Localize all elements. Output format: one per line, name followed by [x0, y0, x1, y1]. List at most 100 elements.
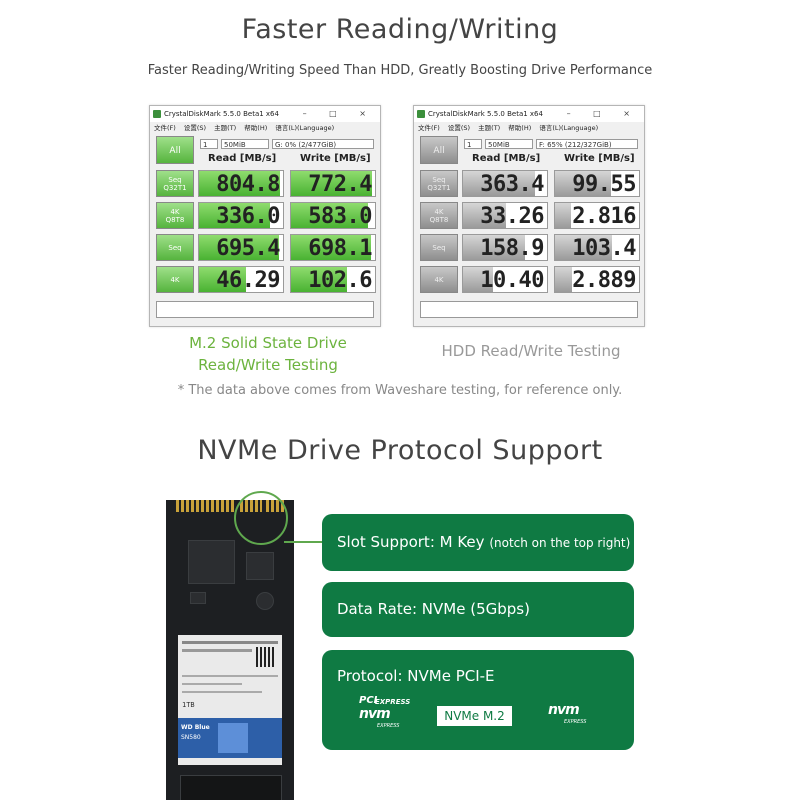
read-header: Read [MB/s] — [472, 153, 541, 164]
status-comment-box[interactable] — [156, 301, 374, 318]
section-title-reading-writing: Faster Reading/Writing — [241, 14, 559, 45]
read-speed-value: 695.4 — [216, 236, 280, 261]
write-result-cell: 772.4 — [290, 170, 376, 197]
write-result-cell: 2.816 — [554, 202, 640, 229]
label-capacity: 1TB — [182, 701, 195, 709]
protocol-text: Protocol: NVMe PCI-E — [337, 667, 495, 685]
menu-settings[interactable]: 设置(S) — [183, 124, 207, 132]
component — [190, 592, 206, 604]
test-sublabel: Q32T1 — [427, 183, 451, 192]
menu-language[interactable]: 语言(L)(Language) — [275, 124, 335, 132]
menu-theme[interactable]: 主题(T) — [214, 124, 237, 132]
label-model: SN580 — [181, 734, 201, 741]
drive-select[interactable]: G: 0% (2/477GiB) — [272, 139, 374, 149]
test-label: Seq — [432, 243, 446, 252]
window-titlebar: CrystalDiskMark 5.5.0 Beta1 x64 – □ × — [414, 106, 644, 122]
bottom-component — [180, 775, 282, 800]
write-speed-value: 698.1 — [308, 236, 372, 261]
status-comment-box[interactable] — [420, 301, 638, 318]
app-icon — [153, 110, 161, 118]
write-result-cell: 99.55 — [554, 170, 640, 197]
label-brand: WD Blue — [181, 724, 210, 731]
controller-chip — [188, 540, 235, 584]
qr-code — [256, 647, 276, 667]
read-speed-value: 363.4 — [480, 172, 544, 197]
read-speed-bar — [463, 171, 535, 196]
data-rate-box: Data Rate: NVMe (5Gbps) — [322, 582, 634, 637]
hdd-benchmark-window: CrystalDiskMark 5.5.0 Beta1 x64 – □ × 文件… — [413, 105, 645, 327]
menu-language[interactable]: 语言(L)(Language) — [539, 124, 599, 132]
write-result-cell: 103.4 — [554, 234, 640, 261]
read-result-cell: 46.29 — [198, 266, 284, 293]
test-button-row-3[interactable]: Seq — [420, 234, 458, 261]
wd-blue-badge: WD Blue SN580 — [178, 718, 282, 758]
all-button[interactable]: All — [156, 136, 194, 164]
test-label: 4K — [170, 207, 180, 216]
all-button[interactable]: All — [420, 136, 458, 164]
write-speed-bar — [555, 203, 572, 228]
menu-help[interactable]: 帮助(H) — [508, 124, 532, 132]
test-sublabel: Q8T8 — [165, 215, 185, 224]
write-header: Write [MB/s] — [300, 153, 371, 164]
ssd-caption-line1: M.2 Solid State Drive — [189, 334, 347, 352]
size-select[interactable]: 50MiB — [485, 139, 533, 149]
menu-theme[interactable]: 主题(T) — [478, 124, 501, 132]
menu-help[interactable]: 帮助(H) — [244, 124, 268, 132]
read-speed-bar — [463, 235, 525, 260]
hdd-caption: HDD Read/Write Testing — [441, 342, 621, 360]
section-title-nvme: NVMe Drive Protocol Support — [197, 435, 603, 466]
gold-fingers-left — [176, 500, 234, 512]
menu-bar: 文件(F) 设置(S) 主题(T) 帮助(H) 语言(L)(Language) — [150, 122, 380, 134]
read-speed-bar — [199, 203, 270, 228]
read-speed-value: 804.8 — [216, 172, 280, 197]
read-speed-bar — [199, 171, 281, 196]
menu-settings[interactable]: 设置(S) — [447, 124, 471, 132]
write-speed-bar — [291, 171, 372, 196]
write-speed-bar — [291, 267, 348, 292]
write-speed-bar — [555, 235, 612, 260]
nvme-m2-badge: NVMe M.2 — [437, 706, 512, 726]
test-button-row-4[interactable]: 4K — [420, 266, 458, 293]
section-subtitle: Faster Reading/Writing Speed Than HDD, G… — [147, 63, 653, 78]
m-key-notch-highlight — [234, 491, 288, 545]
write-speed-bar — [291, 203, 369, 228]
m2-ssd-image: 1TB WD Blue SN580 — [166, 500, 294, 800]
menu-file[interactable]: 文件(F) — [154, 124, 176, 132]
test-label: Seq — [168, 243, 182, 252]
read-result-cell: 33.26 — [462, 202, 548, 229]
write-result-cell: 102.6 — [290, 266, 376, 293]
window-controls[interactable]: – □ × — [302, 109, 376, 118]
size-select[interactable]: 50MiB — [221, 139, 269, 149]
write-speed-value: 99.55 — [572, 172, 636, 197]
slot-support-note: (notch on the top right) — [489, 536, 631, 550]
test-label: Seq — [168, 175, 182, 184]
window-title: CrystalDiskMark 5.5.0 Beta1 x64 — [164, 110, 279, 118]
test-button-row-4[interactable]: 4K — [156, 266, 194, 293]
read-result-cell: 158.9 — [462, 234, 548, 261]
read-speed-bar — [463, 203, 506, 228]
count-select[interactable]: 1 — [200, 139, 218, 149]
count-select[interactable]: 1 — [464, 139, 482, 149]
test-label: Seq — [432, 175, 446, 184]
test-label: 4K — [434, 207, 444, 216]
read-result-cell: 804.8 — [198, 170, 284, 197]
pci-express-nvm-logo: PCI EXPRESS nvm EXPRESS — [359, 695, 411, 729]
app-icon — [417, 110, 425, 118]
window-controls[interactable]: – □ × — [566, 109, 640, 118]
slot-support-text: Slot Support: M Key — [337, 533, 485, 551]
write-speed-value: 2.889 — [572, 268, 636, 293]
drive-select[interactable]: F: 65% (212/327GiB) — [536, 139, 638, 149]
test-button-row-3[interactable]: Seq — [156, 234, 194, 261]
write-speed-value: 103.4 — [572, 236, 636, 261]
read-result-cell: 363.4 — [462, 170, 548, 197]
menu-file[interactable]: 文件(F) — [418, 124, 440, 132]
data-source-note: * The data above comes from Waveshare te… — [177, 383, 623, 398]
write-result-cell: 2.889 — [554, 266, 640, 293]
test-sublabel: Q32T1 — [163, 183, 187, 192]
ssd-caption-line2: Read/Write Testing — [198, 356, 338, 374]
read-speed-bar — [463, 267, 493, 292]
